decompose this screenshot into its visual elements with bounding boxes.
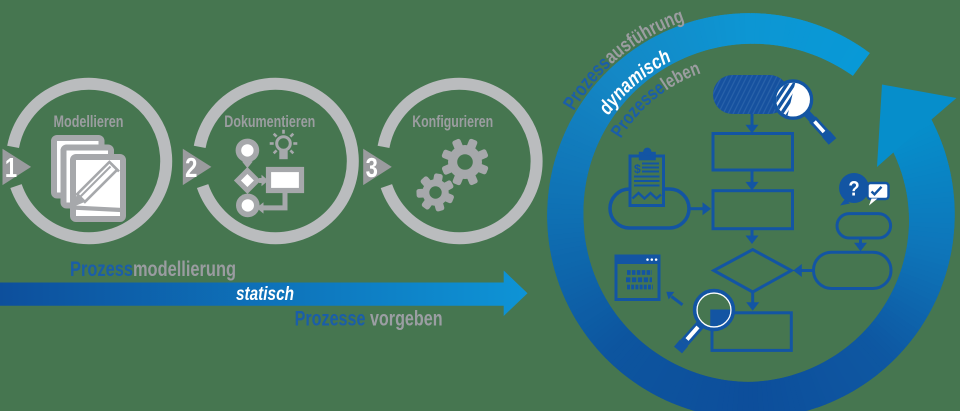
svg-text:Dokumentieren: Dokumentieren (224, 112, 315, 131)
svg-text:Modellieren: Modellieren (54, 112, 124, 131)
svg-text:?: ? (848, 177, 859, 200)
svg-text:Prozesse vorgeben: Prozesse vorgeben (295, 307, 443, 331)
svg-text:statisch: statisch (236, 284, 294, 305)
svg-text:Prozessmodellierung: Prozessmodellierung (70, 257, 236, 281)
svg-text:2: 2 (185, 153, 197, 184)
svg-text:$: $ (634, 162, 641, 176)
svg-text:Konfigurieren: Konfigurieren (412, 112, 493, 131)
svg-text:3: 3 (366, 153, 378, 184)
svg-text:1: 1 (5, 153, 17, 184)
